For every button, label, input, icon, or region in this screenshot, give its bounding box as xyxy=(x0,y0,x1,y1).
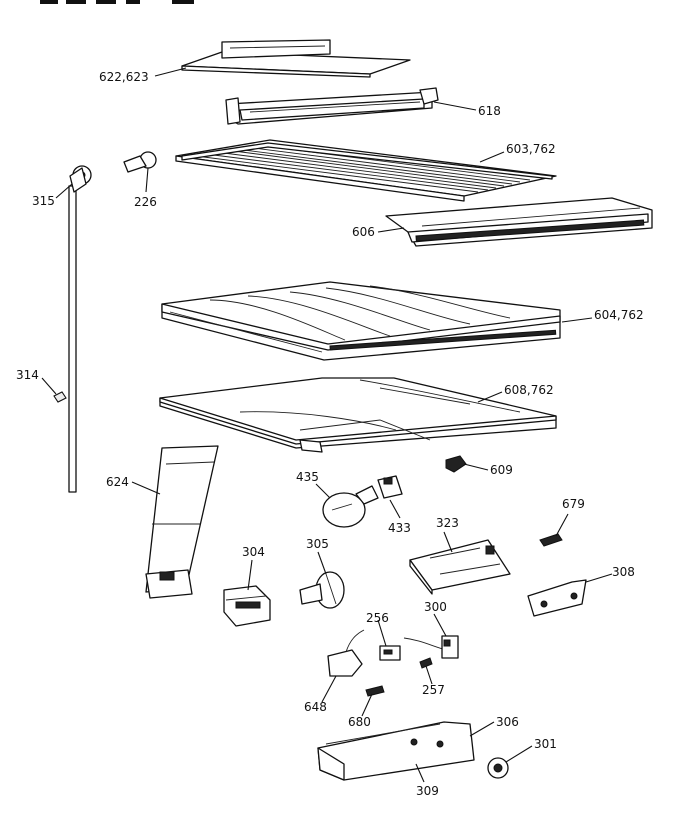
callout-308: 308 xyxy=(612,565,635,579)
callout-305: 305 xyxy=(306,537,329,551)
callout-309: 309 xyxy=(416,784,439,798)
callout-622-623: 622,623 xyxy=(99,70,149,84)
callout-606: 606 xyxy=(352,225,375,239)
callout-604-762: 604,762 xyxy=(594,308,644,322)
header-fragment xyxy=(40,0,194,4)
part-608-762-pan-shelf xyxy=(159,377,557,453)
part-300-wiring xyxy=(403,635,459,659)
callout-226: 226 xyxy=(134,195,157,209)
callout-315: 315 xyxy=(32,194,55,208)
part-648-component xyxy=(327,629,365,677)
part-226-pin xyxy=(123,151,157,173)
callout-323: 323 xyxy=(436,516,459,530)
callout-300: 300 xyxy=(424,600,447,614)
part-679-screw xyxy=(539,533,563,547)
part-256-257-small xyxy=(379,645,433,669)
part-609-clip xyxy=(445,455,467,473)
part-323-control-box xyxy=(409,539,511,595)
part-618-bracket xyxy=(225,87,439,125)
part-308-bracket xyxy=(527,579,587,617)
callout-304: 304 xyxy=(242,545,265,559)
part-304-housing xyxy=(223,585,271,627)
callout-609: 609 xyxy=(490,463,513,477)
part-603-762-shelf xyxy=(175,139,557,202)
callout-435: 435 xyxy=(296,470,319,484)
callout-labels: 622,623 618 603,762 315 226 606 604,762 … xyxy=(16,70,644,798)
callout-306: 306 xyxy=(496,715,519,729)
callout-603-762: 603,762 xyxy=(506,142,556,156)
callout-433: 433 xyxy=(388,521,411,535)
callout-301: 301 xyxy=(534,737,557,751)
callout-618: 618 xyxy=(478,104,501,118)
part-301-cap xyxy=(487,757,509,779)
part-306-base-bracket xyxy=(317,721,475,781)
callout-624: 624 xyxy=(106,475,129,489)
part-435-bulb xyxy=(322,485,379,528)
callout-679: 679 xyxy=(562,497,585,511)
part-606-crisper-cover xyxy=(385,197,653,247)
callout-680: 680 xyxy=(348,715,371,729)
part-624-panel xyxy=(145,445,219,599)
part-622-623-cover xyxy=(181,39,411,78)
part-315-314-rod-assembly xyxy=(53,165,92,493)
part-433-socket xyxy=(377,475,403,499)
callout-314: 314 xyxy=(16,368,39,382)
callout-648: 648 xyxy=(304,700,327,714)
callout-608-762: 608,762 xyxy=(504,383,554,397)
callout-257: 257 xyxy=(422,683,445,697)
leader-lines xyxy=(41,67,613,783)
part-305-damper xyxy=(299,571,345,609)
callout-256: 256 xyxy=(366,611,389,625)
part-604-762-large-shelf xyxy=(161,281,561,361)
part-680-screw xyxy=(365,685,385,697)
